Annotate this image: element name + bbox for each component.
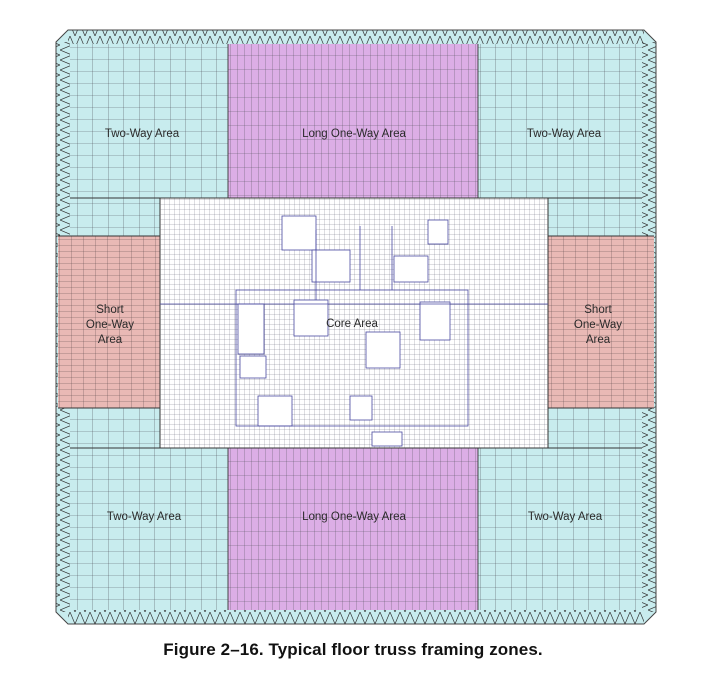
two-way-zone-bottom-right — [478, 448, 642, 610]
label-short-left-line1: Short — [96, 304, 124, 316]
label-long-one-way-top: Long One-Way Area — [302, 128, 406, 140]
label-two-way-bottom-left: Two-Way Area — [107, 511, 182, 523]
side-strip-left-bottom — [70, 408, 160, 448]
figure-caption: Figure 2–16. Typical floor truss framing… — [163, 640, 543, 659]
label-long-one-way-bottom: Long One-Way Area — [302, 511, 406, 523]
two-way-zone-top-left — [70, 44, 228, 198]
core-frame-lines — [160, 226, 548, 427]
label-core-area: Core Area — [326, 318, 378, 330]
two-way-zone-bottom-left — [70, 448, 228, 610]
label-short-right-line3: Area — [586, 334, 611, 346]
side-strip-right-bottom — [548, 408, 642, 448]
side-strip-left-top — [70, 198, 160, 236]
zone-boundaries — [58, 44, 654, 610]
label-short-left-line2: One-Way — [86, 319, 134, 331]
two-way-zone-top-right — [478, 44, 642, 198]
side-strip-right-top — [548, 198, 642, 236]
label-short-left-line3: Area — [98, 334, 123, 346]
label-short-right-line2: One-Way — [574, 319, 622, 331]
label-two-way-bottom-right: Two-Way Area — [528, 511, 603, 523]
long-one-way-zones — [228, 44, 478, 610]
core-area — [159, 197, 549, 449]
zone-labels: Two-Way Area Long One-Way Area Two-Way A… — [86, 128, 622, 523]
label-two-way-top-left: Two-Way Area — [105, 128, 180, 140]
two-way-zones — [70, 44, 642, 610]
label-two-way-top-right: Two-Way Area — [527, 128, 602, 140]
label-short-right-line1: Short — [584, 304, 612, 316]
core-openings — [237, 215, 451, 447]
short-one-way-zones — [58, 236, 654, 408]
floor-framing-plan: Two-Way Area Long One-Way Area Two-Way A… — [55, 29, 657, 625]
